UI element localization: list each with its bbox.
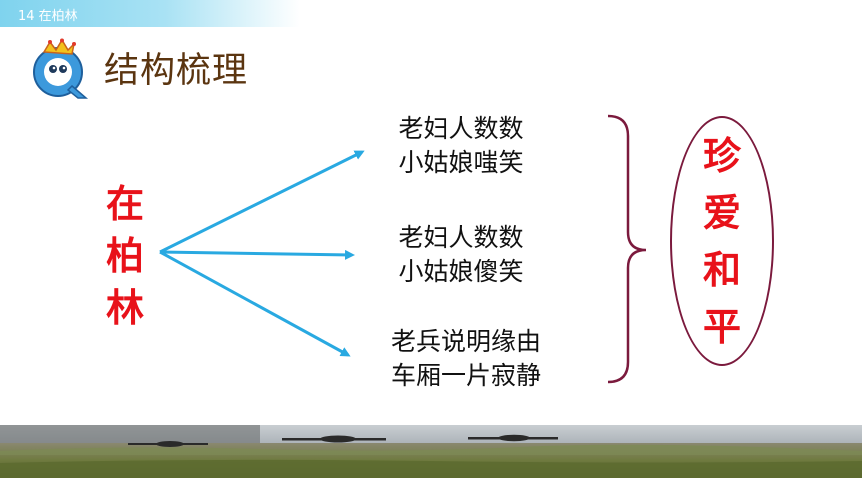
theme-char: 珍	[702, 134, 741, 178]
theme-text: 珍 爱 和 平	[670, 128, 774, 356]
subject-char: 柏	[105, 234, 144, 278]
event-line: 老兵说明缘由	[390, 327, 541, 356]
theme-char: 平	[702, 305, 741, 349]
subject-char: 林	[105, 286, 144, 330]
section-title: 结构梳理	[104, 51, 249, 91]
lesson-label: 14 在柏林	[18, 9, 78, 24]
airfield-landscape-image	[0, 425, 862, 478]
event-item: 老兵说明缘由 车厢一片寂静	[368, 325, 564, 393]
event-line: 车厢一片寂静	[390, 361, 541, 390]
subject-char: 在	[105, 182, 144, 226]
theme-char: 和	[702, 248, 741, 292]
arrow-to-item-2	[159, 249, 355, 260]
theme-oval	[670, 116, 774, 366]
right-brace	[607, 114, 647, 384]
header-bar: 14 在柏林	[0, 0, 300, 27]
subject-title: 在 柏 林	[100, 178, 150, 334]
event-line: 小姑娘傻笑	[398, 257, 524, 286]
event-item: 老妇人数数 小姑娘傻笑	[376, 221, 546, 289]
event-line: 老妇人数数	[398, 114, 524, 143]
q-mascot-icon	[33, 38, 89, 99]
arrow-to-item-3	[159, 250, 351, 357]
event-item: 老妇人数数 小姑娘嗤笑	[376, 112, 546, 180]
event-line: 老妇人数数	[398, 223, 524, 252]
event-line: 小姑娘嗤笑	[398, 148, 524, 177]
theme-char: 爱	[702, 191, 741, 235]
arrow-to-item-1	[159, 150, 365, 254]
